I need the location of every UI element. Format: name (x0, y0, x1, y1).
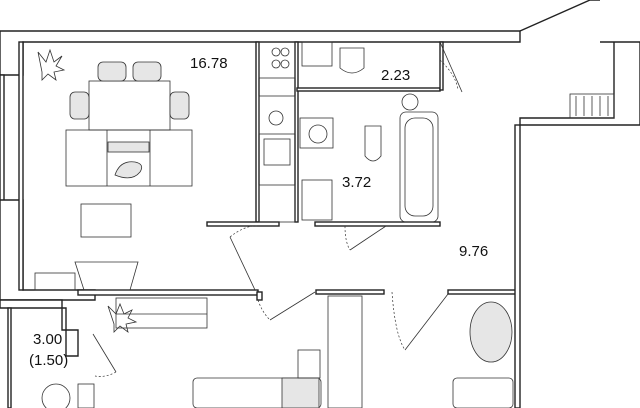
room-area-living-kitchen: 16.78 (190, 55, 228, 72)
kitchen-units (258, 41, 296, 223)
hallway-fixtures (41, 295, 514, 408)
room-area-bathroom: 3.72 (342, 174, 372, 191)
furniture-living (34, 48, 208, 333)
room-area-hallway: 9.76 (459, 243, 489, 260)
room-area-balcony: 3.00 (33, 331, 63, 348)
room-area-toilet: 2.23 (381, 67, 411, 84)
bathroom-fixtures (299, 41, 439, 223)
doors (92, 41, 463, 377)
room-area-balcony-reduced: (1.50) (29, 352, 69, 369)
